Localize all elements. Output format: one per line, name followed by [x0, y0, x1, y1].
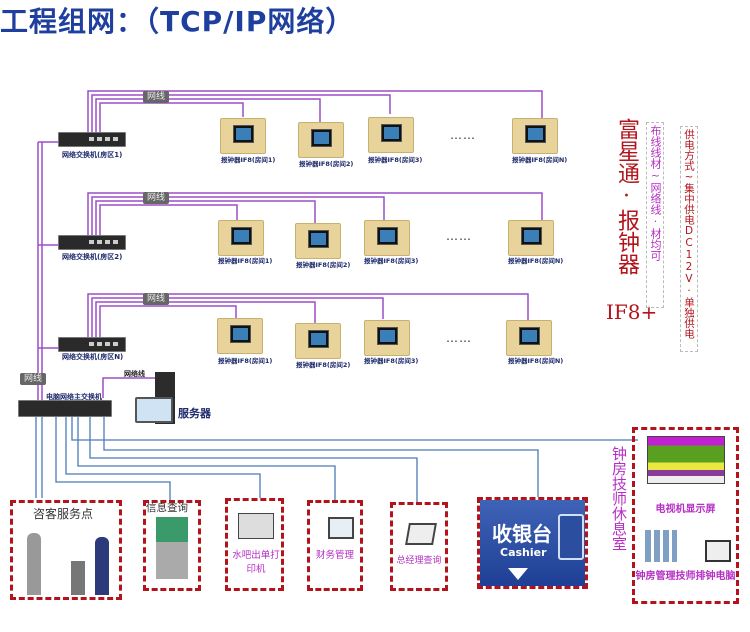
printer-label: 水吧出单打印机 [232, 550, 280, 575]
device-label: 报钟器IF8(房间1) [221, 156, 276, 164]
cable-badge: 网线 [143, 293, 170, 305]
device-label: 报钟器IF8(房间3) [364, 357, 419, 365]
clock-device [295, 223, 341, 259]
payment-icon [558, 514, 584, 560]
ellipsis: …… [446, 331, 472, 345]
kiosk-icon [71, 561, 85, 595]
printer-box: 水吧出单打印机 [225, 498, 284, 591]
main-switch [18, 400, 112, 417]
device-label: 报钟器IF8(房间2) [299, 160, 354, 168]
cable-badge: 网线 [143, 91, 170, 103]
power-note: 供电方式~集中供电DC12V·单独供电 [680, 126, 698, 352]
scheduling-pc-label: 钟房管理技师排钟电脑 [635, 571, 736, 582]
network-switch [58, 337, 126, 352]
switch-label: 网络交换机(房区1) [62, 151, 123, 159]
person-icon [95, 537, 109, 595]
page-title: 工程组网：（TCP/IP网络） [0, 5, 355, 38]
clock-device [368, 117, 414, 153]
laptop-icon [135, 397, 173, 423]
device-label: 报钟器IF8(房间2) [296, 261, 351, 269]
printer-icon [238, 513, 274, 539]
arrow-down-icon [508, 568, 528, 580]
cable-badge: 网线 [143, 192, 170, 204]
laptop-icon [405, 523, 437, 545]
person-icon [27, 533, 41, 595]
info-query-box: 信息查询 [143, 500, 201, 591]
switch-label: 网络交换机(房区2) [62, 253, 123, 261]
manager-box: 总经理查询 [390, 502, 448, 591]
customer-service-label: 咨客服务点 [33, 507, 94, 521]
network-switch [58, 235, 126, 250]
cashier-box[interactable]: 收银台 Cashier [477, 497, 588, 589]
staff-icon [645, 530, 677, 562]
device-label: 报钟器IF8(房间3) [364, 257, 419, 265]
clock-device [217, 318, 263, 354]
product-model: IF8+ [606, 300, 658, 324]
device-label: 报钟器IF8(房间2) [296, 361, 351, 369]
clock-device [364, 320, 410, 356]
cashier-en-label: Cashier [500, 546, 547, 559]
tech-room-label: 钟房技师休息室 [610, 446, 628, 551]
clock-device [512, 118, 558, 154]
customer-service-box: 咨客服务点 [10, 500, 122, 600]
device-label: 报钟器IF8(房间1) [218, 257, 273, 265]
device-label: 报钟器IF8(房间N) [508, 357, 564, 365]
finance-box: 财务管理 [307, 500, 363, 591]
clock-device [295, 323, 341, 359]
clock-device [298, 122, 344, 158]
network-line-label: 网络线 [124, 370, 145, 378]
network-switch [58, 132, 126, 147]
product-name: 富星通·报钟器 [614, 118, 639, 275]
main-switch-label: 电脑网络主交换机 [46, 393, 102, 401]
clock-device [506, 320, 552, 356]
device-label: 报钟器IF8(房间N) [508, 257, 564, 265]
tv-display-icon [647, 436, 725, 484]
clock-device [220, 118, 266, 154]
server-label: 服务器 [178, 407, 211, 420]
computer-icon [705, 540, 731, 562]
clock-device [364, 220, 410, 256]
cable-badge: 网线 [20, 373, 47, 385]
clock-device [218, 220, 264, 256]
wiring-note: 布线线材~网络线·材均可 [646, 122, 664, 308]
tv-display-label: 电视机显示屏 [655, 504, 716, 515]
info-query-label: 信息查询 [146, 502, 188, 514]
ellipsis: …… [450, 128, 476, 142]
tech-room-box: 电视机显示屏 钟房管理技师排钟电脑 [632, 427, 739, 604]
computer-icon [328, 517, 354, 539]
device-label: 报钟器IF8(房间N) [512, 156, 568, 164]
cashier-label: 收银台 [492, 522, 552, 546]
finance-label: 财务管理 [315, 550, 354, 561]
manager-label: 总经理查询 [396, 556, 442, 566]
device-label: 报钟器IF8(房间3) [368, 156, 423, 164]
ellipsis: …… [446, 229, 472, 243]
clock-device [508, 220, 554, 256]
device-label: 报钟器IF8(房间1) [218, 357, 273, 365]
kiosk-icon [156, 517, 188, 579]
switch-label: 网络交换机(房区N) [62, 353, 124, 361]
